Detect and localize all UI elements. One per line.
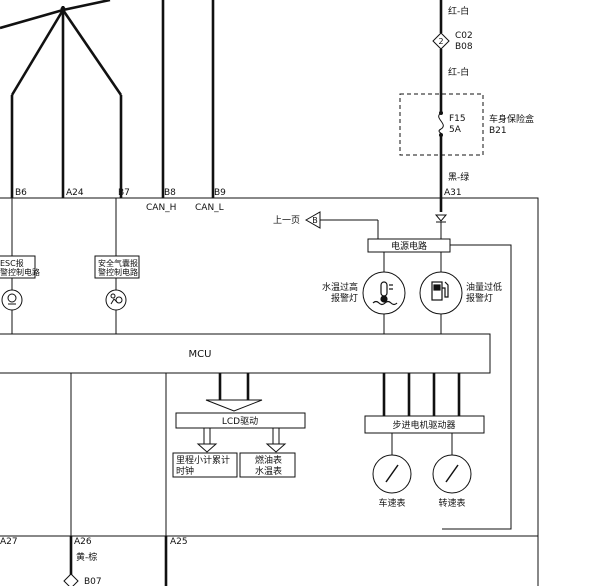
pin-b9: B9 — [214, 188, 226, 198]
esc-circuit-label-2: 警控制电路 — [0, 267, 40, 277]
esc-icon — [7, 293, 17, 305]
fuse-box-id: B21 — [489, 126, 507, 136]
fuel-gauge-label: 燃油表 — [255, 454, 282, 466]
lcd-driver-label: LCD驱动 — [222, 416, 258, 427]
bottom-wire-color: 黄-棕 — [76, 551, 97, 563]
airbag-circuit-box — [94, 255, 140, 279]
pin-b6: B6 — [15, 188, 27, 198]
module-border — [0, 197, 539, 586]
airbag-circuit-label-1: 安全气囊报 — [98, 258, 138, 268]
prev-page-label: 上一页 — [273, 215, 300, 226]
pin-a26: A26 — [74, 537, 92, 547]
pin-a27: A27 — [0, 537, 18, 547]
lcd-output-arrows — [196, 428, 287, 453]
fuse-box-label: 车身保险盒 — [489, 113, 534, 125]
trip-clock-label-1: 里程小计累计 — [176, 454, 230, 466]
fuse-rating: 5A — [449, 125, 462, 135]
pin-b7: B7 — [118, 188, 130, 198]
airbag-circuit-label-2: 警控制电路 — [98, 267, 138, 277]
mcu-label: MCU — [189, 349, 212, 360]
oil-warning-lamp — [419, 271, 463, 315]
oil-lamp-label-2: 报警灯 — [466, 292, 493, 304]
airbag-icon — [110, 293, 123, 305]
pin-a25: A25 — [170, 537, 188, 547]
trip-clock-label-2: 时钟 — [176, 465, 194, 477]
esc-circuit-box — [0, 255, 36, 279]
connector-id: C02 — [455, 31, 473, 41]
fuel-temp-gauge-box — [239, 452, 296, 478]
speedometer-needle-icon — [385, 464, 399, 483]
bottom-connector-diamond — [63, 573, 79, 586]
coolant-warning-lamp — [362, 271, 406, 315]
wire-color-mid: 红-白 — [448, 66, 469, 78]
trip-clock-box — [172, 452, 238, 478]
wire-color-below: 黑-绿 — [448, 171, 469, 183]
can-low-label: CAN_L — [195, 203, 224, 213]
lcd-driver-box — [175, 412, 306, 429]
pin-b8: B8 — [164, 188, 176, 198]
esc-warning-lamp — [1, 289, 23, 311]
coolant-lamp-label-1: 水温过高 — [322, 281, 358, 293]
speedometer-label: 车速表 — [378, 497, 405, 509]
fuel-pump-icon — [431, 281, 449, 301]
fuse-id: F15 — [449, 114, 466, 124]
tachometer-label: 转速表 — [438, 497, 465, 509]
pin-a24: A24 — [66, 188, 84, 198]
prev-page-marker[interactable]: B — [304, 211, 321, 229]
esc-circuit-label-1: ESC报 — [0, 258, 24, 268]
coolant-lamp-label-2: 报警灯 — [331, 292, 358, 304]
power-circuit-label: 电源电路 — [391, 240, 427, 252]
lcd-bus-arrow — [205, 399, 263, 412]
stepper-bus — [382, 373, 461, 416]
pin-a31: A31 — [444, 188, 462, 198]
svg-text:2: 2 — [438, 37, 443, 46]
crossing-wires — [0, 0, 123, 198]
diode-icon — [434, 214, 448, 223]
bottom-connector-id: B07 — [84, 577, 102, 586]
wire-color-top: 红-白 — [448, 5, 469, 17]
fuse-box-outline — [399, 93, 484, 156]
stepper-driver-box — [364, 415, 485, 434]
tachometer-needle-icon — [445, 464, 459, 483]
connector-pin: B08 — [455, 42, 473, 52]
stepper-driver-label: 步进电机驱动器 — [392, 419, 455, 431]
fuse-icon — [438, 112, 444, 136]
temp-gauge-label: 水温表 — [255, 465, 282, 477]
coolant-temperature-icon — [372, 281, 398, 306]
mcu-box — [0, 333, 491, 374]
connector-diamond: 2 — [432, 32, 450, 50]
can-high-label: CAN_H — [146, 203, 176, 213]
oil-lamp-label-1: 油量过低 — [466, 281, 502, 293]
svg-text:B: B — [312, 216, 318, 225]
